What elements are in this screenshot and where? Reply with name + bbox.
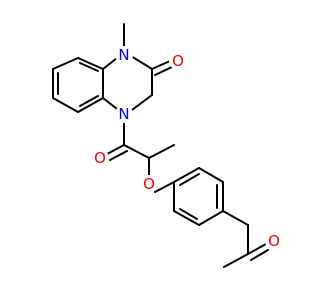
bond (123, 144, 150, 159)
bond (109, 150, 128, 161)
bond (179, 173, 200, 186)
atom-n4-label: N (118, 105, 129, 123)
bond (198, 210, 224, 226)
bond (106, 144, 125, 155)
bond (198, 167, 224, 183)
atom-o-amide: O (91, 149, 109, 167)
atom-o-ketone-label: O (268, 232, 280, 250)
bond (130, 55, 153, 70)
bond (154, 181, 175, 193)
bond (151, 60, 171, 70)
atom-labels: N N O O O O (91, 46, 283, 250)
molecule-structure: N N O O O O (0, 0, 300, 300)
atom-o-amide-label: O (94, 149, 106, 167)
atom-o-lactam: O (169, 52, 187, 70)
bond (179, 208, 198, 220)
atom-mask (115, 46, 133, 64)
bond (173, 210, 200, 226)
bond (77, 57, 104, 70)
bond (250, 249, 269, 261)
atom-mask (91, 149, 109, 167)
atom-n1: N (115, 46, 133, 64)
atom-mask (140, 175, 158, 193)
atom-mask (169, 52, 187, 70)
atom-o-ether: O (140, 175, 158, 193)
bond (77, 97, 104, 113)
bond (52, 97, 79, 113)
bond (222, 210, 249, 226)
atom-mask (265, 232, 283, 250)
bond (102, 57, 118, 70)
atom-o-lactam-label: O (172, 52, 184, 70)
bond (154, 66, 173, 76)
atom-n4: N (115, 105, 133, 123)
bond (173, 167, 200, 183)
bond (247, 243, 267, 255)
atom-o-ether-label: O (143, 175, 155, 193)
bond-lines (52, 23, 269, 268)
bond (223, 253, 249, 268)
atom-o-ketone: O (265, 232, 283, 250)
bond (52, 57, 79, 70)
bond (148, 144, 175, 159)
background (0, 0, 300, 300)
atom-n1-label: N (118, 46, 129, 64)
atom-mask (115, 105, 133, 123)
bond (102, 97, 118, 110)
bond (79, 95, 99, 107)
bond (79, 62, 99, 72)
bond (131, 94, 153, 111)
